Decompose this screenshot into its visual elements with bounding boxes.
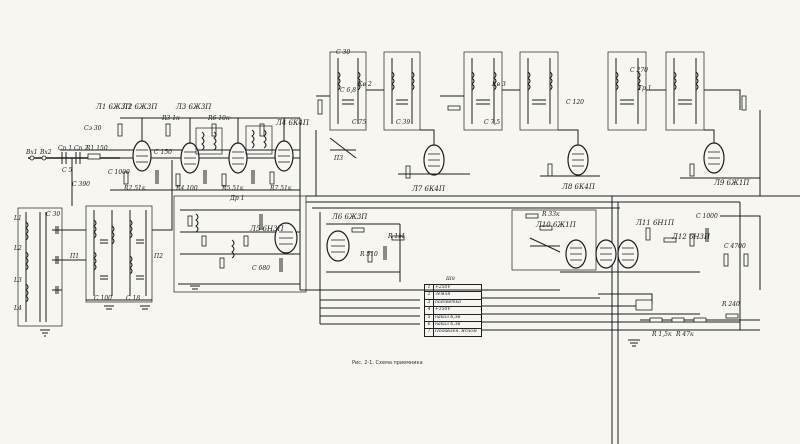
tube-label-l4: Л4 6К4П <box>276 119 309 127</box>
tube-l1 <box>132 118 152 172</box>
part-label: R 1М <box>388 233 405 240</box>
part-label: L2 <box>14 245 22 252</box>
connector-pin-label: Подавлен. Ясном <box>433 328 482 337</box>
tube-label-l7: Л7 6К4П <box>412 185 445 193</box>
part-label: C 100 <box>94 295 112 302</box>
part-label: Др 1 <box>230 195 245 202</box>
input-section <box>17 117 300 337</box>
part-label: R7 51к <box>270 185 292 192</box>
part-label: C 18 <box>126 295 141 302</box>
part-label: L4 <box>14 305 22 312</box>
tube-label-l3: Л3 6Ж3П <box>176 103 212 111</box>
tube-label-l2: Л2 6Ж3П <box>122 103 158 111</box>
tube-label-l6: Л6 6Ж3П <box>332 213 368 221</box>
part-label: L1 <box>14 215 22 222</box>
part-label: П3 <box>334 155 344 162</box>
tube-l7 <box>326 223 405 282</box>
part-label: C 4700 <box>724 243 746 250</box>
bus-lines <box>299 118 800 444</box>
part-label: C 680 <box>252 265 270 272</box>
connector-pin-label: подсветка <box>433 298 482 308</box>
connector-pin-number: 2 <box>424 291 434 300</box>
tube-label-l5: Л5 6Н3П <box>250 225 284 233</box>
if-transformer-3 <box>607 51 747 131</box>
part-label: Кв 2 <box>358 81 372 88</box>
af-section <box>511 209 761 347</box>
part-label: C 30 <box>46 211 61 218</box>
part-label: Сп 2 <box>74 145 89 152</box>
part-label: C 1000 <box>696 213 718 220</box>
connector-pin-label: Земля <box>433 291 482 300</box>
tube-l2 <box>180 118 200 174</box>
part-label: R1 150 <box>86 145 108 152</box>
connector-pin-number: 4 <box>424 306 434 315</box>
connector-row: 1+250V <box>424 283 482 293</box>
part-label: R 510 <box>360 251 378 258</box>
tube-label-l12: Л12 6Н3П <box>672 233 711 241</box>
part-label: C 150 <box>154 149 172 156</box>
tube-label-l1: Л1 6Ж3П <box>96 103 132 111</box>
part-label: R2 51к <box>124 185 146 192</box>
connector-pin-number: 6 <box>424 320 434 330</box>
connector-pin-number: 5 <box>424 313 434 322</box>
part-label: C 390 <box>72 181 90 188</box>
tube-label-l8: Л8 6К4П <box>562 183 595 191</box>
connector-pin-label: +250V <box>433 283 482 293</box>
part-label: C 120 <box>566 99 584 106</box>
part-label: R 33к <box>542 211 560 218</box>
tube-label-l10: Л10 6Ж1П <box>536 221 576 229</box>
part-label: C 39 <box>396 119 411 126</box>
part-label: R6 10к <box>208 115 230 122</box>
part-label: C 270 <box>630 67 648 74</box>
part-label: Сэ 30 <box>84 125 102 132</box>
tube-l4 <box>274 118 294 172</box>
part-label: П2 <box>154 253 164 260</box>
if-transformer-1 <box>315 51 421 196</box>
connector-pin-number: 7 <box>424 328 434 337</box>
part-label: C 7,5 <box>484 119 501 126</box>
tube-label-l11: Л11 6Н1П <box>636 219 675 227</box>
part-label: Вх2 <box>40 149 52 156</box>
part-label: R4 100 <box>176 185 198 192</box>
part-label: C 30 <box>336 49 351 56</box>
part-label: R 1,5к <box>652 331 672 338</box>
part-label: R3 1к <box>162 115 180 122</box>
tube-l8 <box>540 129 600 177</box>
tube-l3 <box>228 118 248 174</box>
part-label: Тр 1 <box>638 85 652 92</box>
oscillator-section <box>173 195 307 293</box>
connector-pin-label: накал 6,3в <box>433 313 482 322</box>
tube-label-l9: Л9 6Ж1П <box>714 179 750 187</box>
part-label: C 6,8 <box>340 87 357 94</box>
connector-row: 4+150V <box>424 306 482 315</box>
part-label: Вх1 <box>26 149 38 156</box>
part-label: R5 51к <box>222 185 244 192</box>
part-label: C 5 <box>62 167 73 174</box>
part-label: L3 <box>14 277 22 284</box>
connector-title: Ш8 <box>446 276 455 282</box>
connector-pin-label: +150V <box>433 306 482 315</box>
part-label: R 240 <box>722 301 740 308</box>
if-transformer-2 <box>440 51 559 131</box>
connector-pin-number: 3 <box>424 298 434 308</box>
part-label: C 75 <box>352 119 367 126</box>
part-label: R 47к <box>676 331 694 338</box>
tube-l6 <box>398 129 470 179</box>
part-label: П1 <box>70 253 80 260</box>
connector-pin-label: накал 6,3в <box>433 320 482 330</box>
part-label: Кв 3 <box>492 81 506 88</box>
part-label: Сп 1 <box>58 145 73 152</box>
tube-l9 <box>680 110 761 196</box>
figure-caption: Рис. 2-1. Схема приемника <box>352 360 423 366</box>
part-label: C 1000 <box>108 169 130 176</box>
stage-components <box>110 123 300 191</box>
connector-pin-number: 1 <box>424 283 434 293</box>
